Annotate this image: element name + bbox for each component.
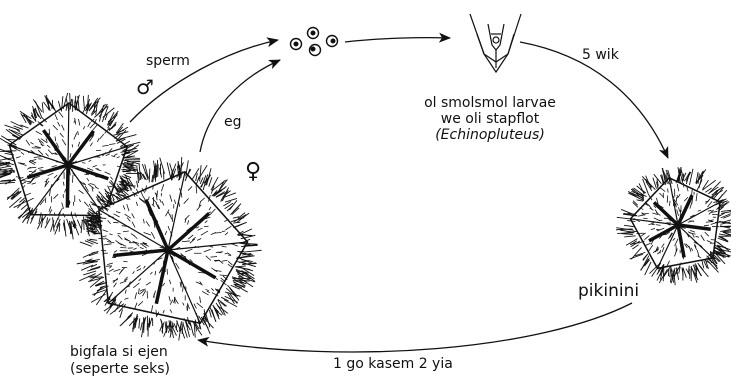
label-larvae-latin: (Echinopluteus) (390, 127, 590, 143)
arrow-juvenile-to-adult (198, 303, 632, 352)
label-adult-line2: (seperte seks) (70, 361, 170, 377)
label-juvenile: pikinini (578, 282, 639, 301)
label-larvae-line2: we oli stapflot (390, 111, 590, 127)
label-adult-line1: bigfala si ejen (70, 344, 168, 360)
label-sperm: sperm (146, 53, 190, 69)
male-symbol-icon: ♂ (136, 76, 154, 98)
juvenile-urchin-icon (616, 167, 731, 285)
label-duration: 1 go kasem 2 yia (333, 356, 453, 372)
eggs-icon (291, 28, 338, 56)
larva-icon (470, 14, 521, 72)
arrow-eggs-to-larva (345, 38, 450, 42)
female-symbol-icon: ♀ (245, 160, 261, 184)
label-five-weeks: 5 wik (582, 47, 619, 63)
label-egg: eg (224, 114, 242, 130)
arrow-egg-to-eggs (200, 60, 280, 152)
label-larvae-line1: ol smolsmol larvae (390, 95, 590, 111)
